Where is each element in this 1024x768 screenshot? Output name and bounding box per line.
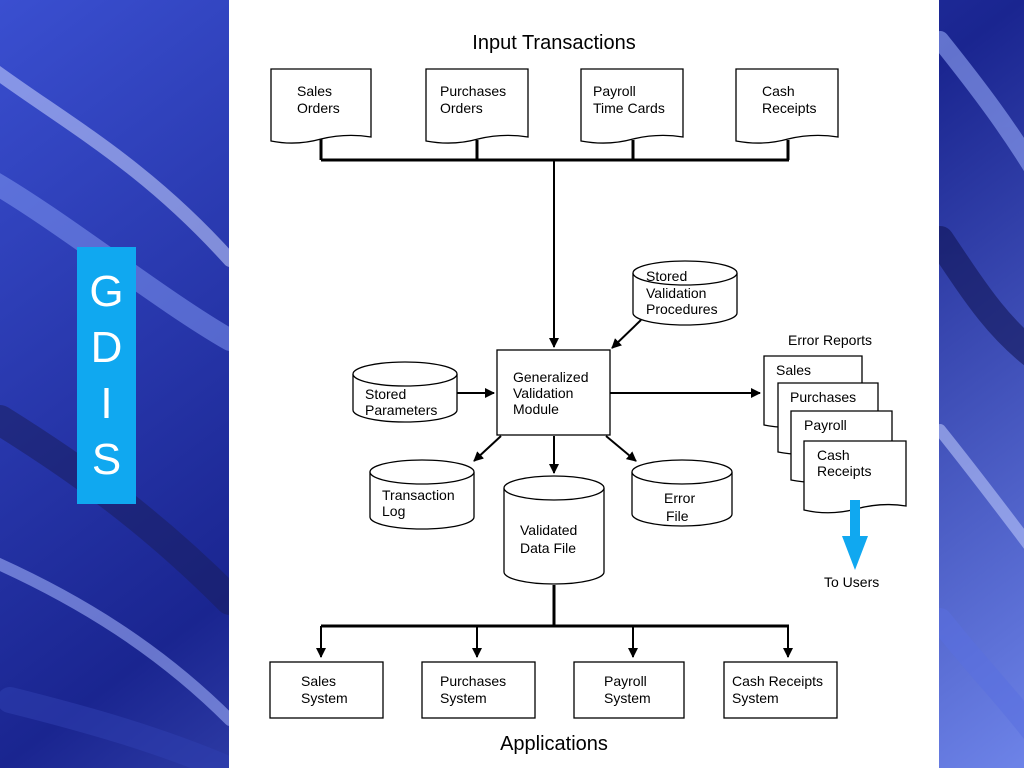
input-doc-line: Time Cards	[593, 100, 665, 116]
cylinder-line: Data File	[520, 540, 576, 556]
error-report-label: Purchases	[790, 389, 856, 405]
side-label-letter: S	[91, 434, 122, 484]
app-line: Cash Receipts	[732, 673, 823, 689]
input-doc-line: Sales	[297, 83, 332, 99]
app-purchases-system: Purchases System	[421, 661, 536, 719]
input-connector	[319, 139, 790, 348]
to-users-arrow-icon	[842, 500, 868, 570]
cylinder-line: Stored	[646, 268, 687, 284]
input-doc-line: Payroll	[593, 83, 636, 99]
app-sales-system: Sales System	[269, 661, 384, 719]
app-payroll-system: Payroll System	[573, 661, 685, 719]
error-file: Error File	[631, 459, 733, 527]
error-reports-title: Error Reports	[788, 332, 872, 348]
to-users-label: To Users	[824, 574, 879, 590]
arrow-module-to-transaction-log	[473, 435, 502, 462]
app-line: Sales	[301, 673, 336, 689]
input-doc-line: Purchases	[440, 83, 506, 99]
input-doc-line: Cash	[762, 83, 795, 99]
input-doc-sales-orders: Sales Orders	[270, 68, 372, 144]
app-line: System	[732, 690, 779, 706]
stored-parameters: Stored Parameters	[352, 361, 458, 423]
generalized-validation-module: Generalized Validation Module	[496, 349, 611, 436]
cylinder-line: Error	[664, 490, 695, 506]
error-report-label: Cash	[817, 447, 850, 463]
validation-flow-diagram: Input Transactions Applications Sales Or…	[269, 32, 907, 755]
cylinder-line: File	[666, 508, 689, 524]
title-applications: Applications	[500, 733, 608, 755]
error-report-label: Payroll	[804, 417, 847, 433]
cylinder-line: Validated	[520, 522, 577, 538]
input-doc-payroll-time-cards: Payroll Time Cards	[580, 68, 684, 144]
cylinder-line: Transaction	[382, 487, 455, 503]
cylinder-line: Stored	[365, 386, 406, 402]
app-line: Purchases	[440, 673, 506, 689]
diagram-panel: Input Transactions Applications Sales Or…	[229, 0, 939, 768]
app-line: System	[301, 690, 348, 706]
arrow-procedures-to-module	[611, 319, 642, 349]
error-report-label: Receipts	[817, 463, 871, 479]
cylinder-line: Validation	[646, 285, 706, 301]
applications-connector	[316, 585, 793, 658]
side-label-letter: D	[90, 322, 123, 372]
module-line: Validation	[513, 385, 573, 401]
validated-data-file: Validated Data File	[503, 475, 605, 585]
app-line: System	[604, 690, 651, 706]
transaction-log: Transaction Log	[369, 459, 475, 530]
app-cash-receipts-system: Cash Receipts System	[723, 661, 838, 719]
module-line: Generalized	[513, 369, 589, 385]
side-label-letter: I	[100, 378, 113, 428]
module-line: Module	[513, 401, 559, 417]
input-doc-line: Receipts	[762, 100, 816, 116]
cylinder-line: Procedures	[646, 301, 718, 317]
error-report-label: Sales	[776, 362, 811, 378]
stored-validation-procedures: Stored Validation Procedures	[632, 260, 738, 326]
input-doc-line: Orders	[297, 100, 340, 116]
cylinder-line: Log	[382, 503, 405, 519]
title-input-transactions: Input Transactions	[472, 32, 635, 54]
app-line: System	[440, 690, 487, 706]
arrow-module-to-error-file	[605, 435, 637, 462]
side-label-letter: G	[89, 266, 124, 316]
input-doc-purchases-orders: Purchases Orders	[425, 68, 529, 144]
app-line: Payroll	[604, 673, 647, 689]
input-doc-cash-receipts: Cash Receipts	[735, 68, 839, 144]
side-label-gdis: G D I S	[77, 247, 136, 504]
input-doc-line: Orders	[440, 100, 483, 116]
cylinder-line: Parameters	[365, 402, 437, 418]
